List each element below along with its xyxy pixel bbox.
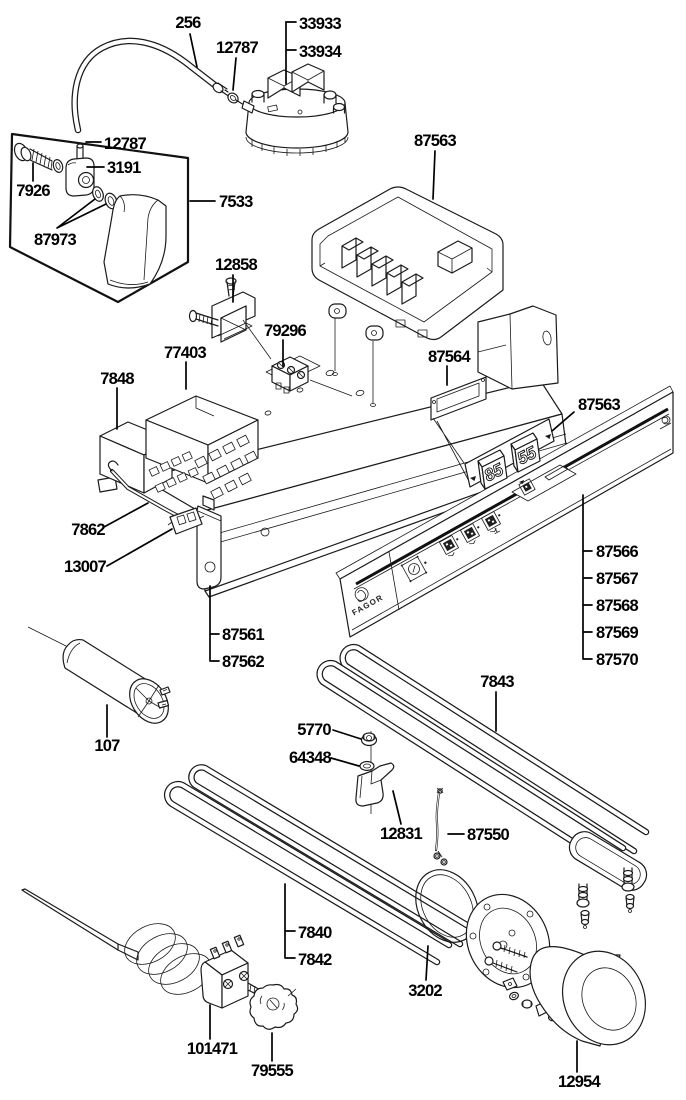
part-label-33933: 33933 [299, 15, 342, 33]
anode-cap [529, 946, 647, 1047]
heating-element-upper [316, 643, 650, 929]
nut-5770 [360, 732, 378, 747]
cable-clamp [188, 277, 256, 343]
part-label-256: 256 [175, 14, 201, 32]
part-label-7842: 7842 [298, 951, 332, 969]
cam-disc [249, 983, 299, 1030]
part-label-87562: 87562 [222, 653, 265, 671]
part-label-87563-panel: 87563 [578, 396, 621, 414]
thermostat-body [200, 934, 267, 1009]
hose-clamp-icon [224, 89, 245, 106]
terminal-block [265, 355, 321, 394]
end-plate [196, 495, 222, 590]
part-label-12858: 12858 [215, 256, 258, 274]
part-labels: 256 12787 33933 33934 12787 3191 7926 87… [16, 14, 639, 1091]
part-label-87561: 87561 [222, 626, 265, 644]
part-label-5770: 5770 [297, 721, 331, 739]
part-label-7926: 7926 [16, 182, 50, 200]
connector-clip [167, 507, 205, 535]
part-label-79555: 79555 [251, 1062, 294, 1080]
bracket-12831 [355, 762, 395, 807]
rear-bracket [477, 305, 559, 390]
thermal-fuse-87550 [433, 787, 448, 866]
part-label-87564: 87564 [428, 348, 472, 366]
washer-64348 [359, 760, 375, 772]
thermostat [21, 888, 267, 1009]
part-label-87550: 87550 [467, 826, 510, 844]
mini-swirl-icon [659, 415, 672, 430]
indicator-icon [480, 508, 507, 535]
valve-body-3191 [65, 143, 95, 197]
capacitor [27, 626, 171, 724]
part-label-3191: 3191 [107, 159, 141, 177]
digit-block-right: 55 [510, 432, 541, 473]
part-label-7848: 7848 [100, 370, 134, 388]
power-button-icon [400, 555, 428, 583]
element-flange [465, 893, 551, 991]
projection-lines [432, 417, 472, 486]
part-label-12831: 12831 [380, 825, 423, 843]
pressure-hose [71, 37, 231, 134]
pressure-switch [241, 63, 349, 156]
part-label-87973: 87973 [34, 231, 77, 249]
part-label-87569: 87569 [596, 624, 639, 642]
inlet-assembly-box [8, 132, 190, 304]
window-plate [430, 376, 487, 421]
mounting-ears [328, 303, 428, 341]
part-label-12787-lower: 12787 [104, 135, 147, 153]
gasket-ring [415, 869, 479, 943]
heating-element-lower [163, 764, 474, 966]
screw-7926 [13, 142, 53, 171]
flange-bolts [484, 941, 528, 974]
part-label-7840: 7840 [298, 924, 332, 942]
icon-sub-plate [511, 464, 577, 502]
part-label-12954: 12954 [558, 1073, 602, 1091]
part-label-33934: 33934 [299, 43, 343, 61]
part-label-7862: 7862 [71, 521, 105, 539]
display-plate: 85 55 [464, 418, 555, 490]
part-label-107: 107 [94, 737, 120, 755]
ground-wire [107, 460, 180, 518]
washer-icon [52, 159, 64, 173]
part-label-87567: 87567 [596, 570, 639, 588]
relay-bank [341, 237, 473, 305]
funnel-cone [103, 194, 167, 289]
part-label-87563-cover: 87563 [414, 132, 457, 150]
leader-lines [32, 21, 593, 1073]
part-label-77403: 77403 [164, 344, 207, 362]
terminal-lugs [148, 434, 258, 500]
part-label-64348: 64348 [289, 749, 332, 767]
part-label-13007: 13007 [64, 558, 107, 576]
part-label-87566: 87566 [596, 543, 639, 561]
part-label-87570: 87570 [596, 651, 639, 669]
module-cover [311, 186, 504, 341]
alignment-line [242, 319, 353, 397]
part-label-87568: 87568 [596, 597, 639, 615]
element-studs [576, 867, 635, 929]
fascia-strip: FAGOR [335, 385, 674, 638]
part-label-7843: 7843 [480, 673, 514, 691]
part-label-12787-top: 12787 [216, 39, 259, 57]
part-label-101471: 101471 [187, 1040, 238, 1058]
part-label-7533: 7533 [219, 193, 253, 211]
part-label-3202: 3202 [408, 982, 442, 1000]
part-label-79296: 79296 [264, 322, 307, 340]
